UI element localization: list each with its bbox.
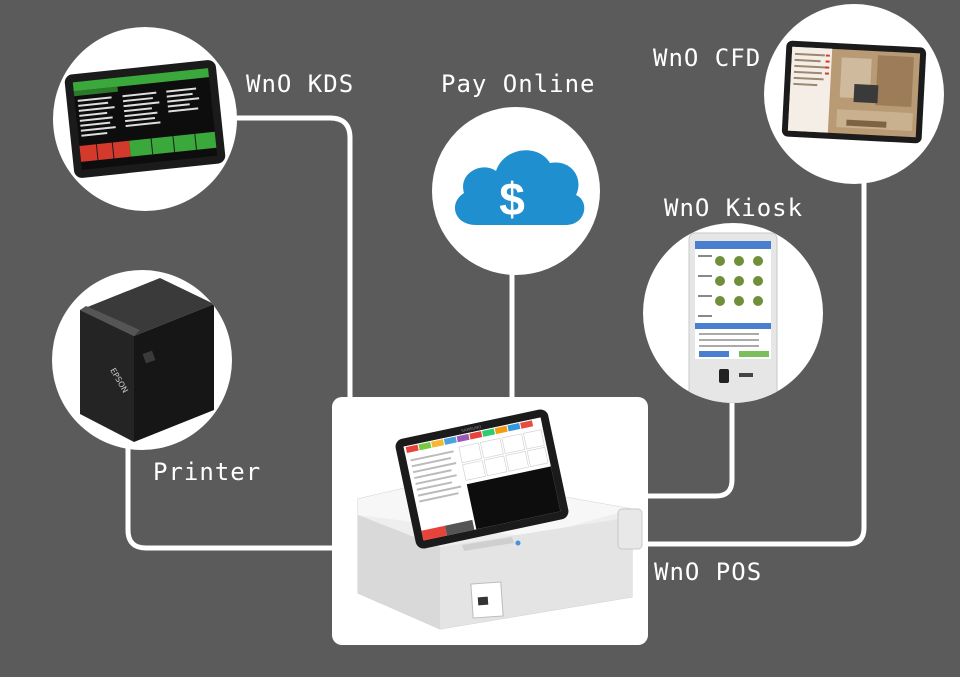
printer-connector: [125, 437, 337, 551]
pos-terminal: SAMSUNG: [357, 409, 643, 630]
printer-circle: EPSON: [52, 270, 232, 450]
kiosk-device: [688, 232, 778, 403]
kds-tablet: [64, 60, 226, 178]
kiosk-label: WnO Kiosk: [664, 194, 804, 222]
kiosk-circle: [643, 223, 823, 403]
pay-online-circle: $: [432, 107, 600, 275]
cfd-label: WnO CFD: [653, 44, 762, 72]
kds-connector: [209, 115, 353, 403]
cfd-tablet: [781, 40, 927, 144]
cfd-connector: [643, 177, 867, 547]
kds-label: WnO KDS: [246, 70, 355, 98]
printer-label: Printer: [153, 458, 262, 486]
kiosk-connector: [643, 397, 735, 499]
cloud-dollar-icon: $: [454, 150, 585, 225]
kds-circle: [53, 27, 237, 211]
pos-label: WnO POS: [654, 558, 763, 586]
printer-device: EPSON: [80, 278, 214, 442]
svg-text:$: $: [499, 173, 525, 225]
cfd-circle: [764, 4, 944, 184]
pos-box: SAMSUNG: [332, 397, 648, 645]
pos-tablet-brand: SAMSUNG: [461, 424, 482, 433]
pay-online-label: Pay Online: [441, 70, 596, 98]
